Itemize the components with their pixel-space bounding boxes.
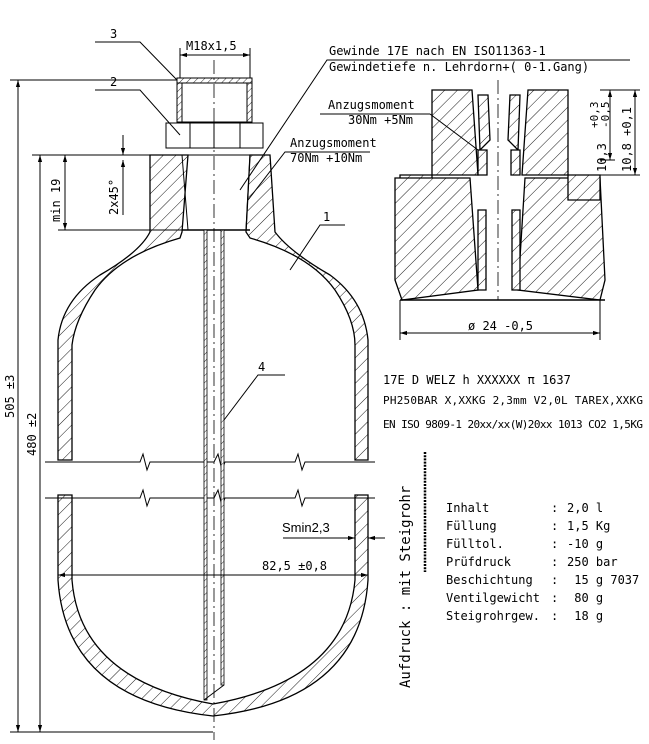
spec-label: Füllung — [446, 519, 497, 533]
part-number-4: 4 — [258, 360, 265, 374]
spec-label: Beschichtung — [446, 573, 533, 587]
thread-size-label: M18x1,5 — [186, 39, 237, 53]
spec-value: 1,5 Kg — [567, 519, 610, 533]
spec-value: 15 g 7037 — [567, 573, 639, 587]
dim-smin: Smin2,3 — [282, 520, 330, 535]
marking-line-1: 17E D WELZ h XXXXXX π 1637 — [383, 373, 571, 387]
break-lines — [45, 452, 375, 508]
torque-inner-value: 30Nm +5Nm — [348, 113, 413, 127]
aufdruck-label: Aufdruck : mit Steigrohr — [398, 486, 414, 688]
spec-separator: : — [551, 555, 558, 569]
spec-table: Inhalt : 2,0 l Füllung : 1,5 Kg Fülltol.… — [446, 501, 639, 623]
spec-label: Steigrohrgew. — [446, 609, 540, 623]
dim-chamfer: 2x45° — [107, 179, 121, 215]
spec-label: Fülltol. — [446, 537, 504, 551]
spec-label: Prüfdruck — [446, 555, 512, 569]
marking-line-2: PH250BAR X,XXKG 2,3mm V2,0L TAREX,XXKG — [383, 394, 643, 407]
cylinder-lower — [57, 494, 369, 717]
torque-outer-value: 70Nm +10Nm — [290, 151, 362, 165]
spec-value: 80 g — [567, 591, 603, 605]
dim-10-3-tol-upper: +0,3 — [588, 102, 601, 129]
spec-separator: : — [551, 609, 558, 623]
spec-label: Ventilgewicht — [446, 591, 540, 605]
dim-10-3: 10,3 — [595, 143, 609, 172]
dim-480: 480 ±2 — [25, 413, 39, 456]
spec-separator: : — [551, 537, 558, 551]
part-number-3: 3 — [110, 27, 117, 41]
dim-24: ø 24 -0,5 — [468, 319, 533, 333]
dim-10-3-tol-lower: -0,5 — [599, 102, 612, 129]
marking-line-3: EN ISO 9809-1 20xx/xx(W)20xx 1013 CO2 1,… — [383, 418, 643, 431]
dimension-lines — [10, 41, 640, 733]
thread-spec-line1: Gewinde 17E nach EN ISO11363-1 — [329, 44, 546, 58]
spec-separator: : — [551, 519, 558, 533]
dim-82-5: 82,5 ±0,8 — [262, 559, 327, 573]
spec-label: Inhalt — [446, 501, 489, 515]
spec-separator: : — [551, 501, 558, 515]
dim-505: 505 ±3 — [3, 375, 17, 418]
part-number-1: 1 — [323, 210, 330, 224]
cylinder-upper — [57, 154, 369, 461]
spec-value: 2,0 l — [567, 501, 603, 515]
spec-separator: : — [551, 573, 558, 587]
part-number-2: 2 — [110, 75, 117, 89]
torque-inner-title: Anzugsmoment — [328, 98, 415, 112]
dip-tube — [203, 60, 225, 740]
dim-10-8: 10,8 +0,1 — [620, 107, 634, 172]
spec-separator: : — [551, 591, 558, 605]
torque-outer-title: Anzugsmoment — [290, 136, 377, 150]
thread-spec-line2: Gewindetiefe n. Lehrdorn+( 0-1.Gang) — [329, 60, 589, 74]
dim-min19: min 19 — [49, 179, 63, 222]
spec-value: -10 g — [567, 537, 603, 551]
spec-value: 250 bar — [567, 555, 618, 569]
spec-value: 18 g — [567, 609, 603, 623]
thread-detail-section — [394, 80, 606, 301]
